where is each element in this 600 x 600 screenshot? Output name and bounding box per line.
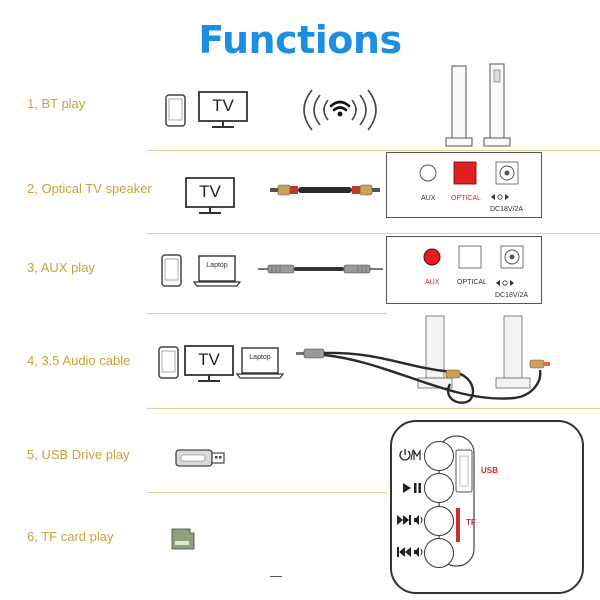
tf-card-icon	[171, 528, 195, 550]
tv-icon	[198, 91, 248, 128]
prev-volume-down-button[interactable]	[424, 538, 454, 568]
phone-icon	[158, 346, 179, 379]
row-label-tf: 6, TF card play	[27, 529, 114, 544]
play-pause-icon	[403, 483, 421, 493]
usb-port-label: USB	[481, 466, 498, 475]
page-title: Functions	[198, 18, 402, 62]
panel-optical-label: OPTICAL	[451, 195, 481, 202]
next-volume-up-icon	[397, 515, 423, 525]
row-label-audio-cable: 4, 3.5 Audio cable	[27, 353, 131, 368]
laptop-icon	[193, 255, 241, 287]
panel-dc-label: DC18V/2A	[490, 206, 524, 213]
phone-icon	[161, 254, 182, 287]
laptop-icon	[236, 347, 284, 379]
row-label-aux: 3, AUX play	[27, 260, 95, 275]
separator	[147, 233, 600, 234]
panel-dc-label: DC18V/2A	[495, 292, 529, 299]
prev-volume-down-icon	[397, 547, 423, 557]
speaker-control-panel: USB TF	[390, 420, 584, 594]
panel-aux-label: AUX	[425, 279, 440, 286]
row-label-optical: 2, Optical TV speaker	[27, 181, 152, 196]
power-mode-icon	[399, 448, 421, 461]
soundbar-tower-icon	[445, 63, 511, 147]
wifi-waves-icon	[303, 89, 377, 131]
optical-cable-icon	[270, 184, 380, 196]
laptop-label: Laptop	[206, 262, 228, 269]
tf-slot-label: TF	[466, 518, 476, 527]
laptop-label: Laptop	[249, 354, 271, 361]
usb-drive-icon	[175, 449, 225, 467]
phone-icon	[165, 94, 186, 127]
tv-label: TV	[212, 96, 234, 115]
power-mode-button[interactable]	[424, 441, 454, 471]
tv-label: TV	[198, 350, 220, 369]
rear-panel-optical: AUX OPTICAL DC18V/2A	[386, 152, 542, 218]
footer-mark	[270, 576, 282, 577]
panel-optical-label: OPTICAL	[457, 279, 487, 286]
tv-label: TV	[199, 182, 221, 201]
tv-icon	[184, 345, 234, 382]
tv-icon	[185, 177, 235, 214]
play-pause-button[interactable]	[424, 473, 454, 503]
panel-aux-label: AUX	[421, 195, 436, 202]
aux-cable-to-speakers-icon	[296, 315, 550, 404]
row-label-usb: 5, USB Drive play	[27, 447, 130, 462]
row-label-bt-play: 1, BT play	[27, 96, 86, 111]
separator	[147, 408, 600, 409]
next-volume-up-button[interactable]	[424, 506, 454, 536]
separator	[147, 150, 600, 151]
separator	[147, 492, 387, 493]
rear-panel-aux: AUX OPTICAL DC18V/2A	[386, 236, 542, 304]
separator	[147, 313, 387, 314]
aux-cable-icon	[258, 264, 383, 274]
